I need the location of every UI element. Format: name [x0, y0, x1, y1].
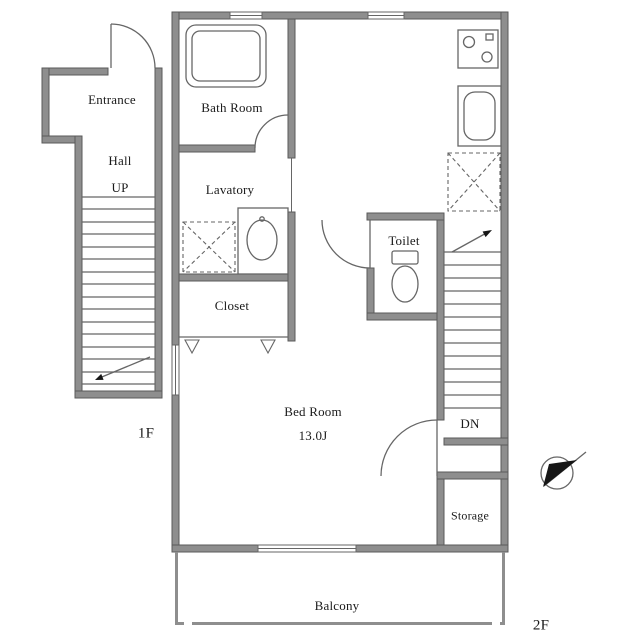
- bathroom-label: Bath Room: [201, 100, 263, 115]
- lavatory-label: Lavatory: [205, 182, 255, 197]
- bedroom-door-arc: [380, 419, 438, 477]
- bathtub-icon: [185, 24, 267, 88]
- window-icons: [171, 11, 405, 553]
- toilet-icon: [391, 250, 419, 303]
- toilet-label: Toilet: [388, 233, 420, 248]
- floor-2f-label: 2F: [532, 617, 550, 634]
- toilet-door-arc: [321, 219, 371, 269]
- bedroom-label: Bed Room: [284, 404, 342, 419]
- stairs-1f: [82, 196, 155, 385]
- kitchen-sink-icon: [457, 85, 502, 147]
- floor-1f-label: 1F: [137, 425, 155, 442]
- washer-space-dashed-box: [182, 221, 236, 273]
- hall-label: Hall: [108, 153, 132, 168]
- left-wing-walls: [41, 67, 163, 399]
- dn-label: DN: [460, 416, 480, 431]
- closet-folding-doors: [179, 336, 288, 355]
- entrance-door-arc: [110, 23, 156, 69]
- balcony-walls: [175, 552, 505, 625]
- fridge-space-dashed-box: [447, 152, 501, 212]
- closet-label: Closet: [214, 298, 250, 313]
- stove-icon: [457, 29, 499, 69]
- vanity-sink-icon: [237, 207, 289, 275]
- compass-icon: [540, 451, 587, 490]
- entrance-label: Entrance: [88, 92, 136, 107]
- bathroom-door-arc: [254, 114, 289, 149]
- balcony-label: Balcony: [314, 598, 360, 613]
- stairs-2f: [444, 230, 501, 409]
- bedroom-size-label: 13.0J: [298, 428, 328, 443]
- up-label: UP: [111, 180, 129, 195]
- storage-label: Storage: [450, 508, 490, 523]
- main-unit-outer-walls: [171, 11, 509, 553]
- interior-walls: [178, 18, 509, 546]
